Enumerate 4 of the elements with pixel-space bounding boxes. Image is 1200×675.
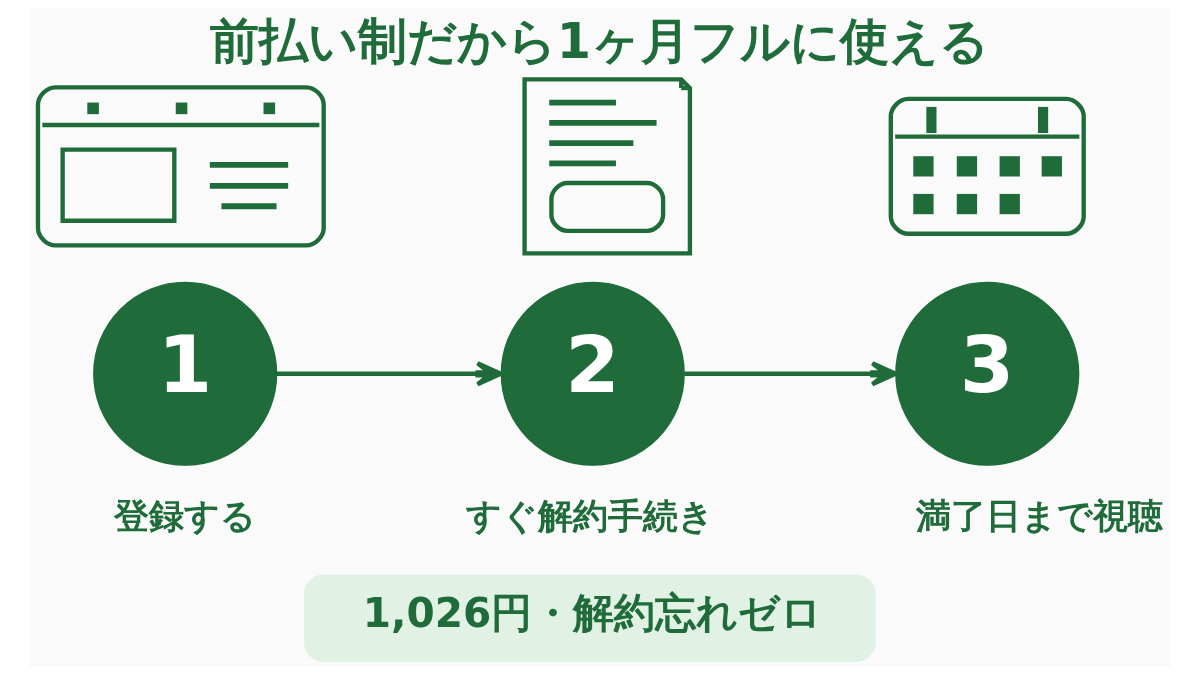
diagram-title: 前払い制だから1ヶ月フルに使える — [209, 11, 990, 70]
node-label: 登録する — [114, 495, 257, 536]
node-label: 満了日まで視聴 — [916, 495, 1164, 536]
node-label: すぐ解約手続き — [465, 495, 714, 536]
